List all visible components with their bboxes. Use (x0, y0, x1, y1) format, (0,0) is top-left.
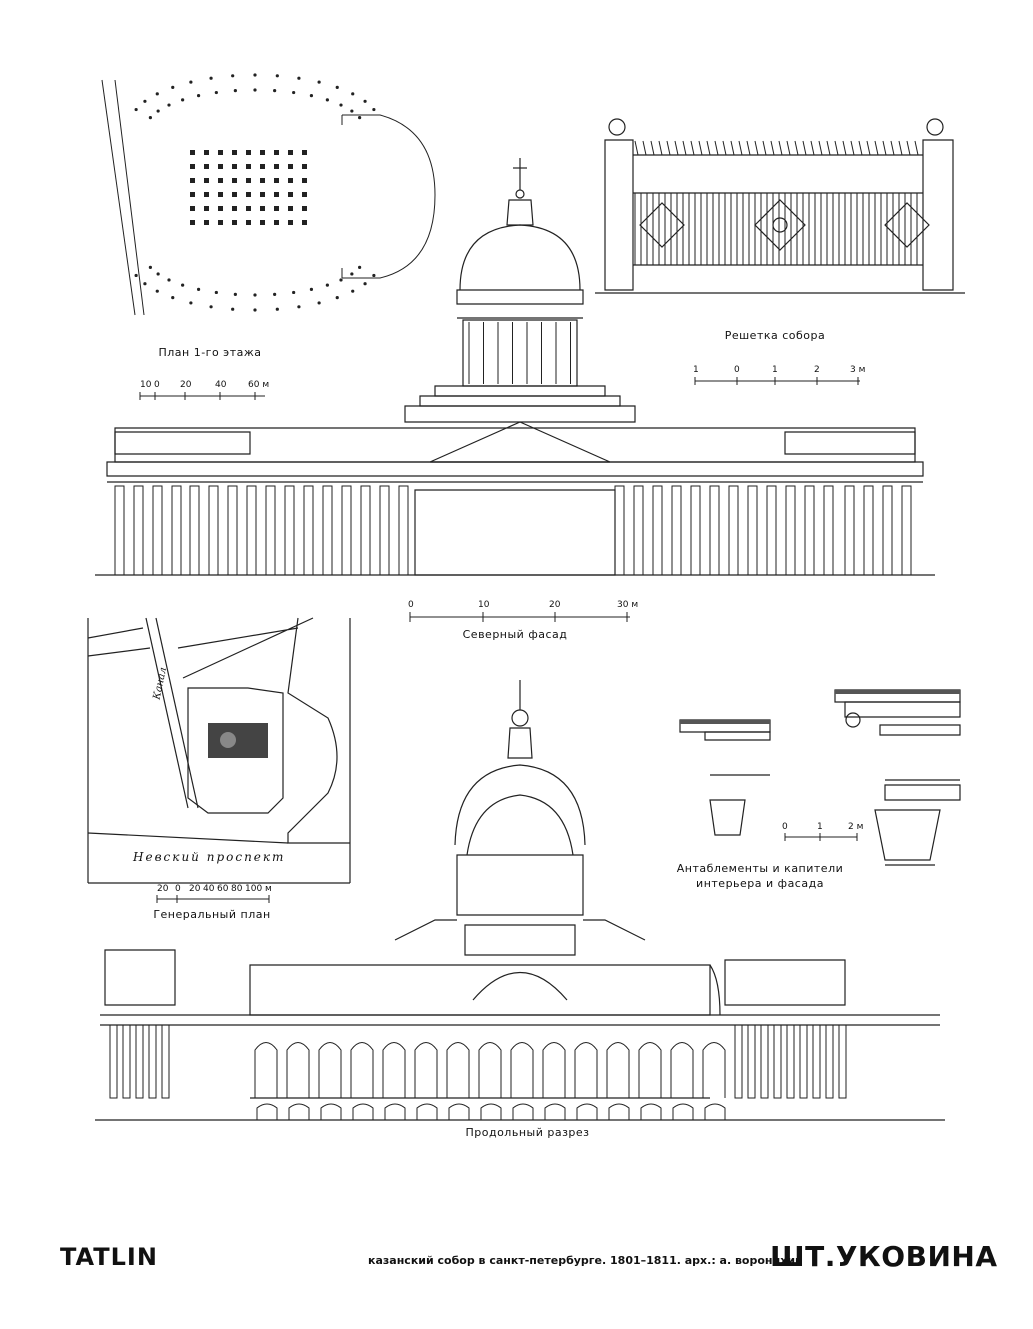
general-scale-tick: 100 м (245, 884, 272, 894)
watermark-text: ШТ.УКОВИНА (770, 1240, 998, 1273)
facade-scale-bar: 0 10 20 30 м (405, 600, 645, 622)
plan-scale-tick: 40 (215, 380, 227, 390)
section-caption: Продольный разрез (465, 1126, 590, 1139)
general-scale-tick: 20 (157, 884, 169, 894)
fence-caption: Решетка собора (724, 329, 826, 342)
general-scale-tick: 60 (217, 884, 229, 894)
plan-scale-tick: 60 м (248, 380, 270, 390)
fence-drawing (595, 115, 965, 297)
fence-scale-tick: 1 (693, 365, 699, 375)
entablature-caption-line1: Антаблементы и капители (676, 862, 844, 875)
fence-scale-bar: 1 0 1 2 3 м (690, 365, 870, 385)
facade-scale-tick: 20 (549, 600, 561, 610)
plan-scale-tick: 0 (154, 380, 160, 390)
entablature-scale-tick: 1 (817, 822, 823, 832)
general-scale-tick: 20 (189, 884, 201, 894)
tatlin-logo: TATLIN (60, 1243, 158, 1271)
nevsky-label: Невский проспект (133, 850, 286, 864)
plan-scale-tick: 10 (140, 380, 152, 390)
first-floor-plan-drawing (80, 73, 440, 330)
facade-scale-tick: 30 м (617, 600, 639, 610)
facade-scale-tick: 0 (408, 600, 414, 610)
entablature-caption-line2: интерьера и фасада (696, 877, 824, 890)
fence-scale-tick: 3 м (850, 365, 866, 375)
plan-scale-tick: 20 (180, 380, 192, 390)
entablature-scale-tick: 0 (782, 822, 788, 832)
north-facade-drawing (95, 150, 935, 580)
general-plan-map: Канал Невский проспект (88, 618, 350, 883)
facade-caption: Северный фасад (462, 628, 568, 641)
fence-scale-tick: 0 (734, 365, 740, 375)
entablature-drawing (675, 685, 965, 875)
plan-scale-bar: 10 0 20 40 60 м (140, 380, 270, 400)
entablature-scale-tick: 2 м (848, 822, 864, 832)
general-scale-tick: 80 (231, 884, 243, 894)
general-scale-bar: 20 0 20 40 60 80 100 м (157, 884, 282, 904)
fence-scale-tick: 2 (814, 365, 820, 375)
page-description: казанский собор в санкт-петербурге. 1801… (368, 1254, 803, 1267)
general-scale-tick: 40 (203, 884, 215, 894)
fence-scale-tick: 1 (772, 365, 778, 375)
plan-caption: План 1-го этажа (158, 346, 262, 359)
facade-scale-tick: 10 (478, 600, 490, 610)
general-scale-tick: 0 (175, 884, 181, 894)
entablature-scale-bar: 0 1 2 м (782, 822, 872, 842)
general-plan-caption: Генеральный план (153, 908, 271, 921)
section-drawing (95, 680, 945, 1125)
